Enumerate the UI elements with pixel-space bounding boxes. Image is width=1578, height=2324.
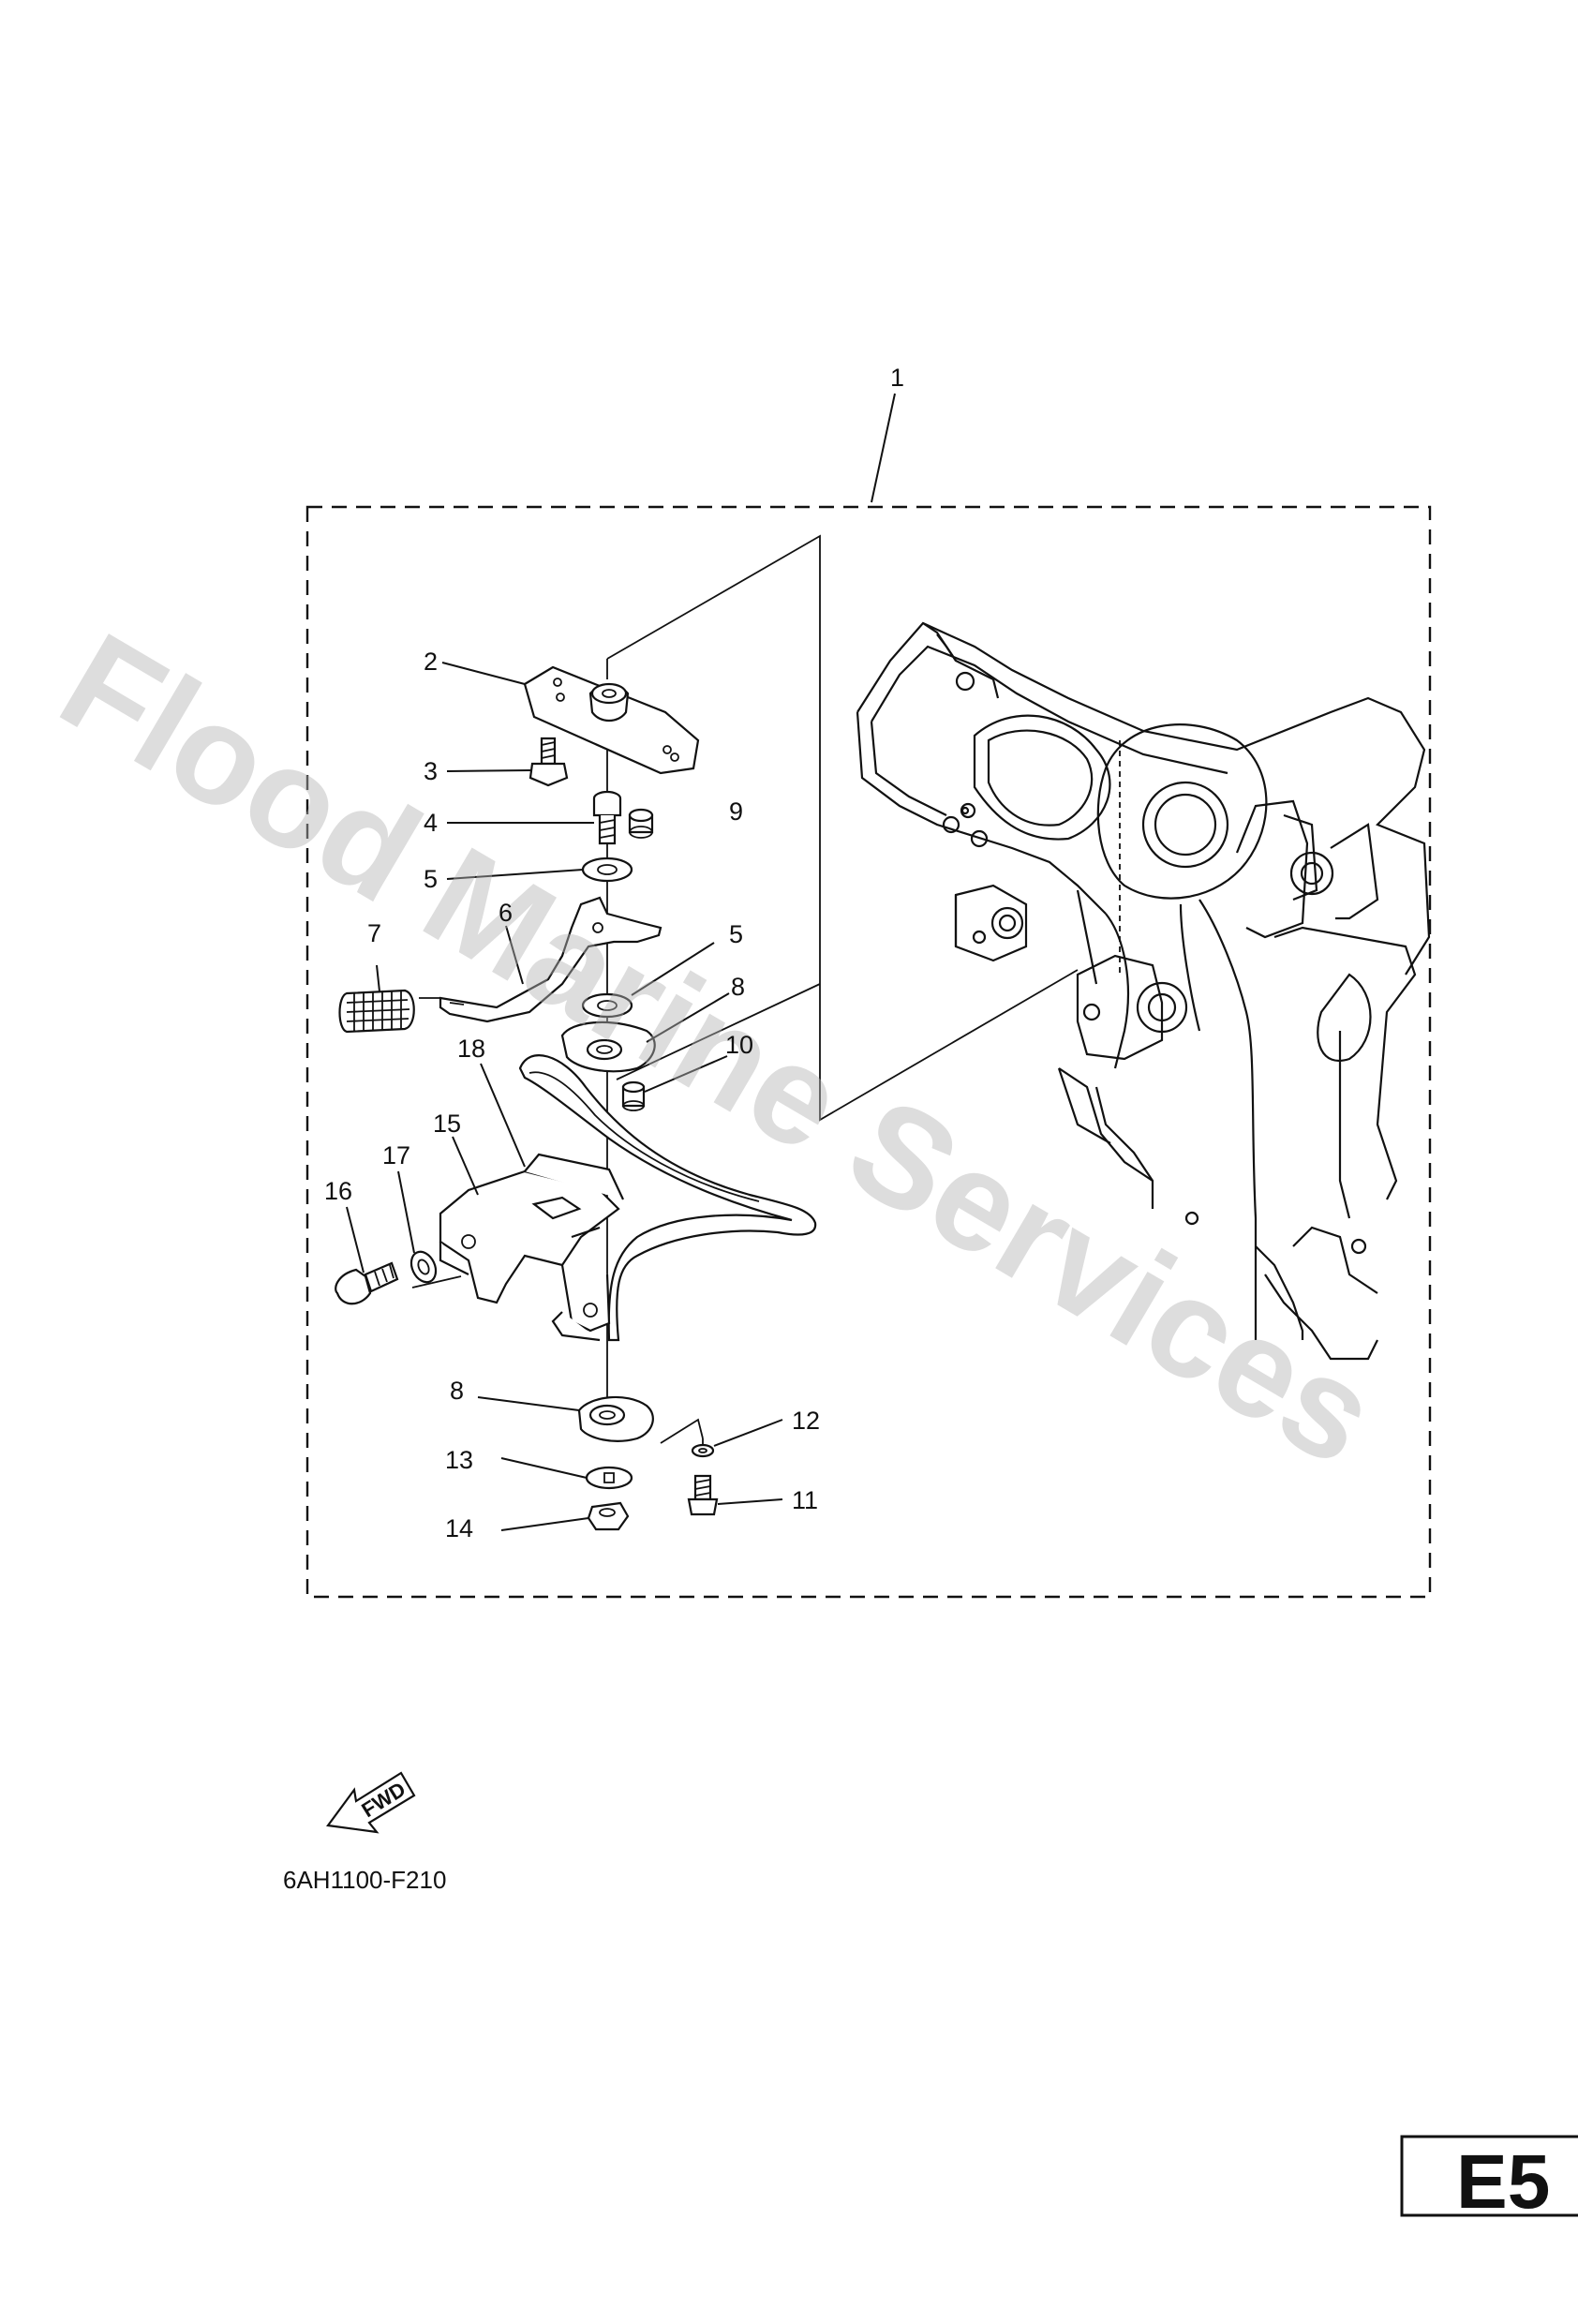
watermark-text: Flood Marine Services bbox=[37, 603, 1402, 1496]
part-5-washer-lower bbox=[581, 992, 633, 1019]
callout-8a: 8 bbox=[731, 973, 745, 1001]
part-8-grommet-lower bbox=[577, 1395, 654, 1442]
part-12-washer bbox=[691, 1443, 715, 1458]
part-11-screw bbox=[687, 1474, 719, 1516]
callout-16: 16 bbox=[324, 1177, 352, 1205]
part-9-bushing bbox=[628, 808, 654, 839]
part-13-washer bbox=[585, 1466, 633, 1490]
callout-5a: 5 bbox=[424, 865, 438, 893]
callout-6: 6 bbox=[499, 899, 513, 927]
callout-17: 17 bbox=[382, 1141, 410, 1169]
callout-7: 7 bbox=[367, 919, 381, 947]
part-6-lever bbox=[439, 896, 662, 1023]
swivel-bracket-drawing bbox=[856, 621, 1431, 1361]
part-14-nut bbox=[587, 1501, 630, 1531]
part-5-washer-upper bbox=[581, 857, 633, 883]
part-10-collar bbox=[621, 1080, 646, 1111]
callout-5b: 5 bbox=[729, 920, 743, 948]
callout-8b: 8 bbox=[450, 1377, 464, 1405]
part-18-plate bbox=[518, 1054, 817, 1342]
fwd-arrow-icon: FWD bbox=[326, 1771, 416, 1834]
callout-numbers: 1 2 3 4 5 5 6 7 8 8 9 10 11 12 13 14 15 … bbox=[324, 364, 904, 1542]
part-2-plate bbox=[523, 665, 700, 775]
callout-2: 2 bbox=[424, 648, 438, 676]
part-8-grommet-upper bbox=[560, 1020, 656, 1073]
page-code-box: E5 bbox=[1400, 2135, 1578, 2225]
callout-13: 13 bbox=[445, 1446, 473, 1474]
leader-lines bbox=[346, 393, 896, 1531]
assembly-frame bbox=[305, 505, 1432, 1599]
page-code: E5 bbox=[1456, 2139, 1550, 2225]
callout-18: 18 bbox=[457, 1035, 485, 1063]
callout-10: 10 bbox=[725, 1031, 753, 1059]
callout-4: 4 bbox=[424, 809, 438, 837]
part-7-grip bbox=[338, 989, 415, 1034]
part-17-washer bbox=[409, 1250, 438, 1284]
diagram-reference-code: 6AH1100-F210 bbox=[283, 1866, 446, 1894]
callout-1: 1 bbox=[890, 364, 904, 392]
part-16-bolt bbox=[335, 1261, 399, 1305]
callout-15: 15 bbox=[433, 1110, 461, 1138]
callout-3: 3 bbox=[424, 757, 438, 785]
callout-14: 14 bbox=[445, 1514, 473, 1542]
part-15-bracket bbox=[439, 1153, 624, 1342]
callout-12: 12 bbox=[792, 1407, 820, 1435]
part-4-collar-bolt bbox=[592, 790, 622, 845]
part-3-bolt bbox=[528, 737, 569, 787]
callout-11: 11 bbox=[792, 1486, 818, 1514]
callout-9: 9 bbox=[729, 797, 743, 826]
